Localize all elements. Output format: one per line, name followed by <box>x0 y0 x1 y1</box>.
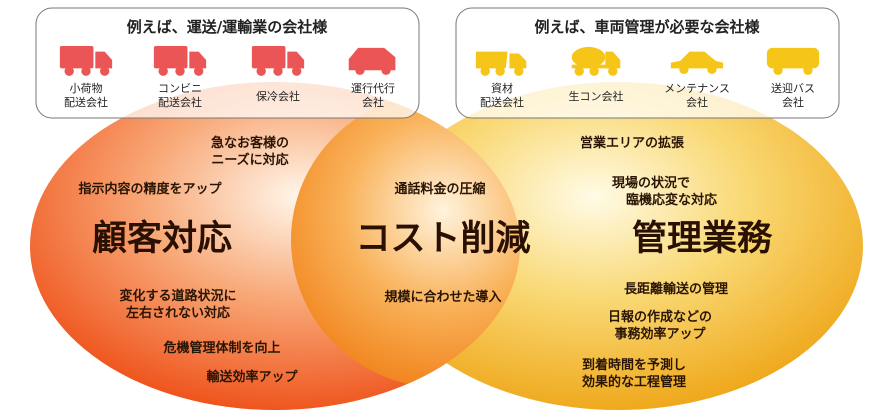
right-circle-title: 管理業務 <box>632 219 773 259</box>
vehicle-label: 配送会社 <box>480 95 524 109</box>
vehicle-label: 会社 <box>362 95 384 109</box>
center-circle-title: コスト削減 <box>355 219 530 259</box>
right-example-box: 例えば、車両管理が必要な会社様 資材配送会社生コン会社メンテナンス会社送迎バス会… <box>455 7 840 119</box>
vehicle-label: 配送会社 <box>64 95 108 109</box>
right-benefit-text: 営業エリアの拡張 <box>580 135 685 151</box>
right-circle <box>373 82 863 410</box>
vehicle-label: 資材 <box>491 81 513 95</box>
right-benefit-text: 長距離輸送の管理 <box>624 281 728 297</box>
right-benefit-text: 臨機応変な対応 <box>626 192 717 208</box>
vehicle-label: 送迎バス <box>771 81 815 95</box>
left-circle-title: 顧客対応 <box>92 218 232 259</box>
vehicle-label: 会社 <box>686 95 708 109</box>
vehicle-label: 運行代行 <box>351 82 395 95</box>
left-benefit-text: 危機管理体制を向上 <box>163 340 280 356</box>
left-benefit-text: 急なお客様の <box>211 135 289 151</box>
vehicle-label: 小荷物 <box>70 81 103 95</box>
vehicle-label: 配送会社 <box>158 95 202 109</box>
benefit-annotations: 急なお客様のニーズに対応指示内容の精度をアップ変化する道路状況に左右されない対応… <box>78 135 728 390</box>
left-example-box: 例えば、運送/運輸業の会社様 小荷物配送会社コンビニ配送会社保冷会社運行代行会社 <box>35 7 420 119</box>
left-benefit-text: 左右されない対応 <box>126 305 230 321</box>
right-benefit-text: 効果的な工程管理 <box>582 374 686 390</box>
right-benefit-text: 事務効率アップ <box>614 326 706 342</box>
vehicle-label: 保冷会社 <box>256 89 300 103</box>
left-benefit-text: 指示内容の精度をアップ <box>78 181 222 197</box>
left-benefit-text: ニーズに対応 <box>211 152 288 168</box>
vehicle-label: メンテナンス <box>664 82 730 95</box>
dump-truck-icon <box>475 51 527 76</box>
right-benefit-text: 現場の状況で <box>612 175 690 191</box>
left-box-title: 例えば、運送/運輸業の会社様 <box>127 18 328 36</box>
right-benefit-text: 日報の作成などの <box>608 309 712 325</box>
right-box-title: 例えば、車両管理が必要な会社様 <box>534 18 760 36</box>
left-benefit-text: 輸送効率アップ <box>206 369 298 385</box>
vehicle-label: 生コン会社 <box>569 89 624 103</box>
center-benefit-text: 通話料金の圧縮 <box>394 181 485 197</box>
vehicle-label: 会社 <box>782 95 804 109</box>
center-benefit-text: 規模に合わせた導入 <box>384 289 501 305</box>
vehicle-label: コンビニ <box>158 82 202 95</box>
venn-circles <box>30 82 863 410</box>
left-benefit-text: 変化する道路状況に <box>119 288 236 304</box>
right-benefit-text: 到着時間を予測し <box>582 357 686 373</box>
